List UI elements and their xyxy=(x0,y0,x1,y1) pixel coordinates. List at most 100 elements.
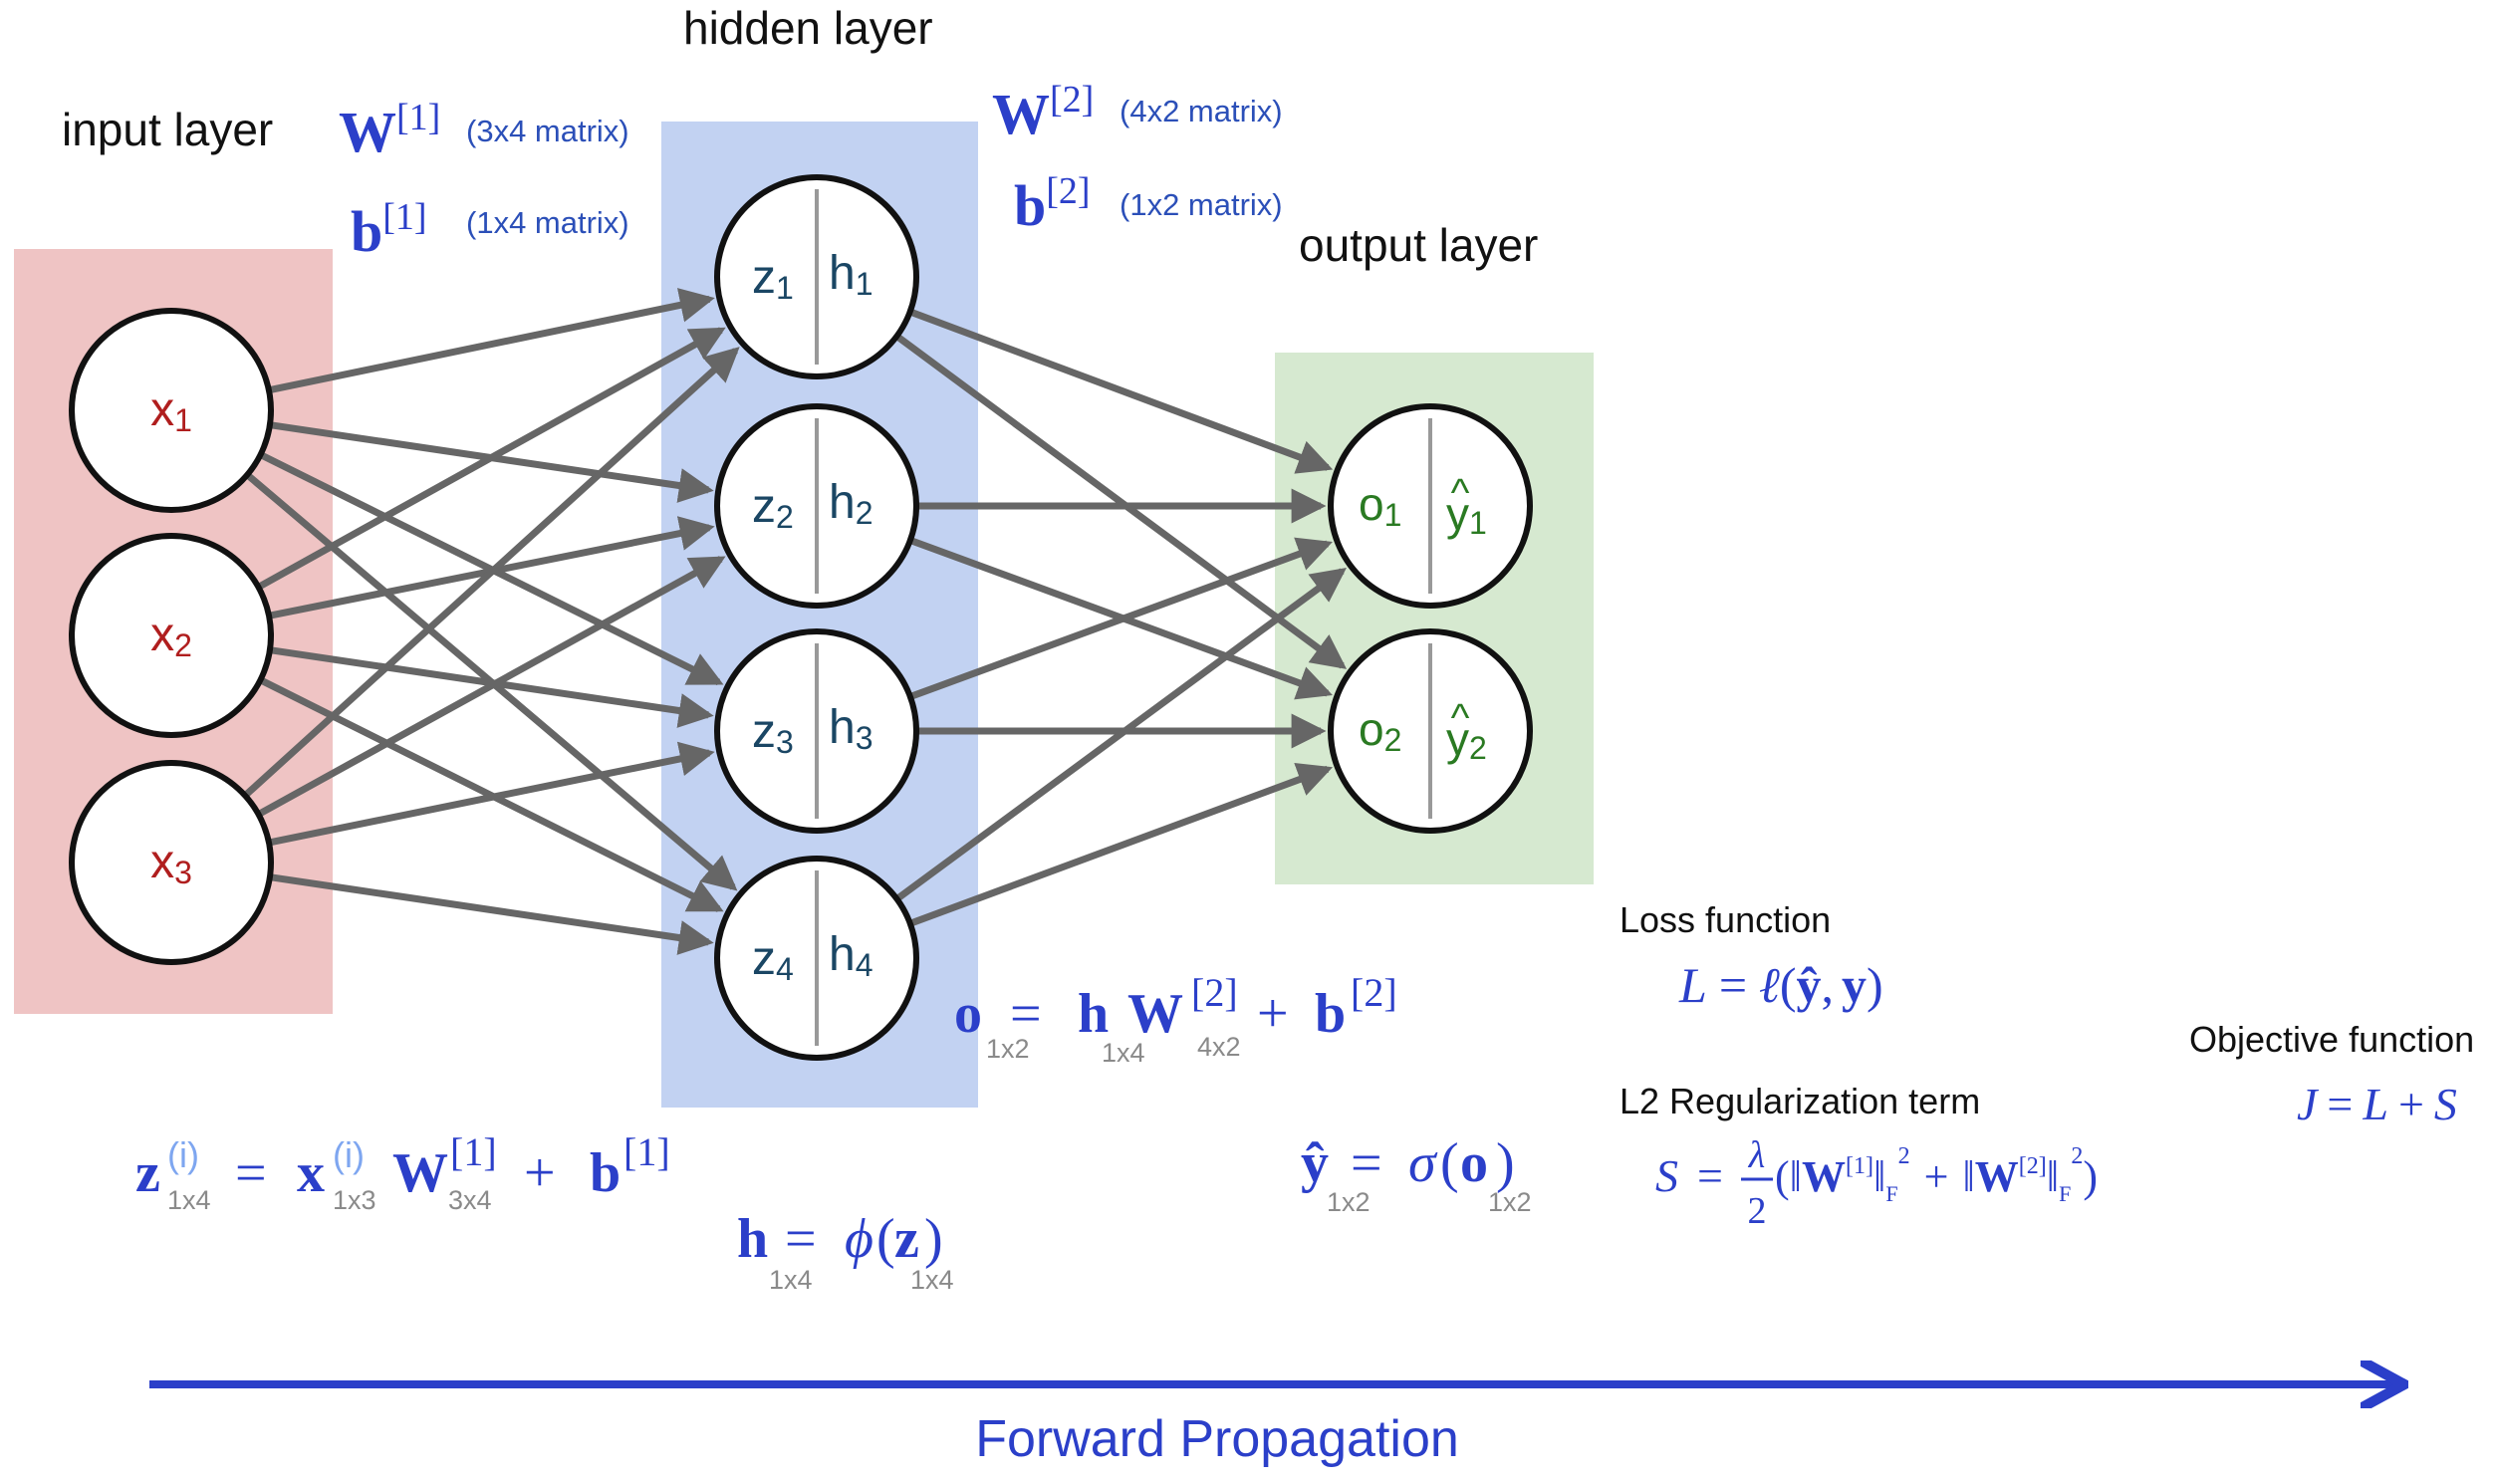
eq-z-b: b xyxy=(590,1142,621,1204)
input-layer-title: input layer xyxy=(62,104,273,155)
eq-o-o: o xyxy=(954,983,982,1045)
hidden-node-2-h-sub: 2 xyxy=(856,495,873,531)
input-hidden-edge-3-4 xyxy=(265,872,714,955)
equation-yhat: ŷ 1x2 = σ ( o ) 1x2 xyxy=(1301,1132,1532,1217)
output-node-1-o-sub: 1 xyxy=(1384,497,1402,533)
reg-norm1b: ‖ xyxy=(1873,1152,1885,1201)
svg-text:J=L+S: J=L+S xyxy=(2297,1079,2457,1129)
input-hidden-edge-3-1 xyxy=(239,347,740,802)
loss-ell: ℓ xyxy=(1759,957,1780,1013)
param-b1-sup: [1] xyxy=(382,196,426,238)
hidden-node-1-h-sub: 1 xyxy=(856,266,873,302)
svg-text:b[2]: b[2] xyxy=(1014,170,1091,238)
loss-comma: , xyxy=(1822,957,1835,1013)
param-b1-sym: b xyxy=(351,199,382,264)
eq-z-z: z xyxy=(135,1142,160,1204)
param-b2-sym: b xyxy=(1014,173,1046,238)
input-node-3: x3 xyxy=(69,760,274,965)
svg-text:x3: x3 xyxy=(150,836,192,890)
output-node-1-hat: ^ xyxy=(1451,471,1470,515)
hidden-node-2-h: h xyxy=(829,476,856,529)
eq-o-h: h xyxy=(1078,983,1109,1045)
equation-z: z (i) 1x4 = x (i) 1x3 W [1] 3x4 + b [1] xyxy=(135,1129,670,1215)
svg-text:x1: x1 xyxy=(150,383,192,438)
input-hidden-edge-1-3 xyxy=(255,449,724,686)
eq-z-Wsup: [1] xyxy=(450,1129,497,1174)
hidden-node-4-z: z xyxy=(752,932,776,985)
obj-J: J xyxy=(2297,1079,2320,1129)
equation-o: o 1x2 = h 1x4 W [2] 4x2 + b [2] xyxy=(954,970,1397,1068)
svg-text:o1: o1 xyxy=(1359,478,1401,533)
eq-h-phi: ϕ xyxy=(845,1208,873,1270)
output-node-2: o2 ^ y2 xyxy=(1328,628,1533,834)
hidden-output-edge-3-1 xyxy=(904,537,1333,702)
reg-norm2b: ‖ xyxy=(2047,1152,2059,1201)
loss-y: y xyxy=(1842,957,1867,1013)
forward-propagation-label: Forward Propagation xyxy=(975,1410,1459,1468)
param-w2: W[2] (4x2 matrix) xyxy=(992,79,1283,146)
eq-z-bsup: [1] xyxy=(624,1129,670,1174)
reg-W1sup: [1] xyxy=(1846,1153,1873,1179)
eq-y-open: ( xyxy=(1440,1132,1459,1194)
hidden-node-1-z-sub: 1 xyxy=(776,270,794,306)
output-node-2-y: y xyxy=(1446,713,1469,765)
eq-o-W: W xyxy=(1127,983,1183,1045)
input-hidden-edge-2-3 xyxy=(265,645,714,728)
reg-norm1: ‖ xyxy=(1790,1152,1802,1201)
output-node-1-y-sub: 1 xyxy=(1469,505,1487,541)
eq-o-hsub: 1x4 xyxy=(1102,1038,1145,1068)
equation-h: h 1x4 = ϕ ( z ) 1x4 xyxy=(737,1208,954,1295)
hidden-node-4-h-sub: 4 xyxy=(856,947,873,983)
hidden-node-4-h: h xyxy=(829,928,856,981)
svg-text:L=ℓ(ŷ,y): L=ℓ(ŷ,y) xyxy=(1678,957,1883,1013)
svg-text:W[2]: W[2] xyxy=(992,79,1094,146)
reg-S: S xyxy=(1655,1150,1678,1201)
output-node-1: o1 ^ y1 xyxy=(1328,403,1533,609)
input-node-1-base: x xyxy=(150,383,174,436)
obj-L: L xyxy=(2362,1079,2388,1129)
output-node-2-o: o xyxy=(1359,703,1384,755)
svg-text:h2: h2 xyxy=(829,476,873,531)
input-hidden-edge-3-2 xyxy=(253,556,726,820)
reg-close: ) xyxy=(2083,1152,2098,1201)
svg-text:h3: h3 xyxy=(829,701,873,756)
input-node-2-sub: 2 xyxy=(174,627,192,663)
svg-text:z4: z4 xyxy=(752,932,794,987)
obj-eq: = xyxy=(2327,1079,2353,1129)
obj-plus: + xyxy=(2398,1079,2424,1129)
param-w2-sup: [2] xyxy=(1050,79,1094,121)
input-node-1-sub: 1 xyxy=(174,402,192,438)
eq-y-close: ) xyxy=(1496,1132,1515,1194)
reg-F1: F xyxy=(1885,1181,1897,1206)
input-node-3-sub: 3 xyxy=(174,855,192,890)
loss-open: ( xyxy=(1780,957,1797,1013)
reg-plus: + xyxy=(1924,1152,1949,1201)
input-node-2: x2 xyxy=(69,533,274,738)
eq-y-eq: = xyxy=(1351,1132,1382,1194)
eq-y-ysub: 1x2 xyxy=(1327,1187,1371,1217)
reg-norm2: ‖ xyxy=(1962,1152,1974,1201)
input-node-2-base: x xyxy=(150,609,174,661)
reg-open: ( xyxy=(1775,1152,1790,1201)
reg-sq1: 2 xyxy=(1898,1143,1910,1169)
eq-o-Wsup: [2] xyxy=(1191,970,1238,1015)
output-node-1-o: o xyxy=(1359,478,1384,530)
reg-W1: W xyxy=(1802,1152,1846,1201)
hidden-node-2-z: z xyxy=(752,480,776,533)
output-node-2-o-sub: 2 xyxy=(1384,722,1402,758)
eq-o-plus: + xyxy=(1257,983,1289,1045)
param-w2-sym: W xyxy=(992,82,1050,146)
hidden-node-3-h: h xyxy=(829,701,856,754)
hidden-node-3-h-sub: 3 xyxy=(856,720,873,756)
reg-sq2: 2 xyxy=(2071,1143,2083,1169)
hidden-output-edge-1-2 xyxy=(891,331,1348,669)
eq-y-y: ŷ xyxy=(1301,1132,1329,1194)
eq-z-eq: = xyxy=(235,1142,267,1204)
hidden-node-4: z4 h4 xyxy=(714,856,919,1061)
param-w1-sym: W xyxy=(339,100,396,164)
hidden-output-edge-4-1 xyxy=(891,567,1347,904)
hidden-node-3-z: z xyxy=(752,705,776,758)
connection-edges xyxy=(239,288,1348,955)
eq-y-osub: 1x2 xyxy=(1488,1187,1532,1217)
